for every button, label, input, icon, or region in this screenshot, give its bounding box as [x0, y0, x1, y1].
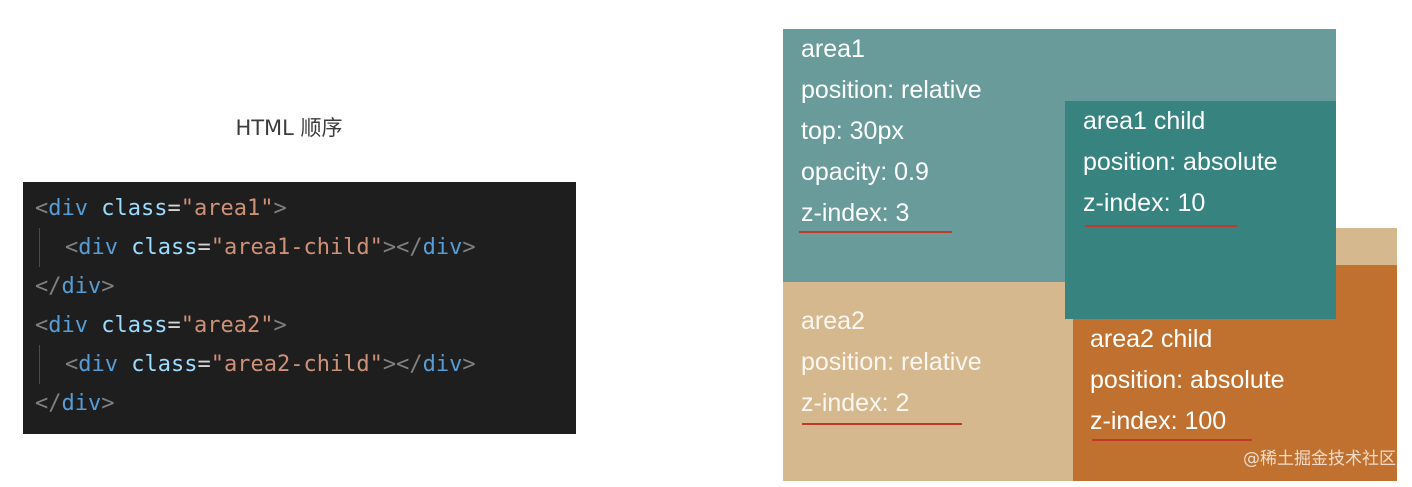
code-bracket: ></	[382, 235, 423, 260]
code-bracket: >	[273, 313, 287, 338]
area1-label-top: top: 30px	[801, 117, 904, 145]
code-tag: div	[78, 352, 118, 377]
code-tag: div	[61, 391, 102, 416]
area2-child-label-zindex: z-index: 100	[1090, 407, 1227, 435]
code-bracket: ></	[382, 352, 423, 377]
code-bracket: <	[65, 352, 79, 377]
code-attr: class	[101, 313, 168, 338]
code-line-area1-child: <div class="area1-child"></div>	[23, 228, 576, 267]
code-panel: <div class="area1"> <div class="area1-ch…	[23, 182, 576, 434]
code-tag: div	[48, 196, 88, 221]
code-tag: div	[61, 274, 102, 299]
code-equals: =	[167, 196, 181, 221]
code-equals: =	[197, 352, 211, 377]
area2-label-position: position: relative	[801, 348, 982, 376]
code-bracket: </	[35, 391, 62, 416]
code-tag: div	[422, 235, 463, 260]
code-string: "area1"	[180, 196, 274, 221]
code-section-title: HTML 顺序	[235, 116, 343, 140]
code-line-area1-close: </div>	[23, 267, 576, 306]
area2-zindex-underline	[802, 423, 962, 425]
code-tag: div	[78, 235, 118, 260]
area2-label-name: area2	[801, 307, 865, 335]
code-bracket: >	[273, 196, 287, 221]
area1-label-position: position: relative	[801, 76, 982, 104]
code-string: "area1-child"	[210, 235, 383, 260]
area1-child-box	[1065, 101, 1336, 319]
code-bracket: </	[35, 274, 62, 299]
code-bracket: <	[35, 313, 49, 338]
watermark: @稀土掘金技术社区	[1243, 449, 1396, 469]
code-bracket: >	[101, 274, 115, 299]
area2-child-zindex-underline	[1092, 439, 1252, 441]
code-line-area2-child: <div class="area2-child"></div>	[23, 345, 576, 384]
code-bracket: >	[462, 352, 476, 377]
area1-label-name: area1	[801, 35, 865, 63]
area1-child-zindex-underline	[1085, 225, 1237, 227]
code-tag: div	[48, 313, 88, 338]
area1-child-label-position: position: absolute	[1083, 148, 1278, 176]
code-tag: div	[422, 352, 463, 377]
code-equals: =	[197, 235, 211, 260]
code-bracket: >	[101, 391, 115, 416]
code-line-area1-open: <div class="area1">	[23, 189, 576, 228]
code-equals: =	[167, 313, 181, 338]
code-string: "area2-child"	[210, 352, 383, 377]
area1-label-zindex: z-index: 3	[801, 199, 910, 227]
area1-label-opacity: opacity: 0.9	[801, 158, 929, 186]
code-bracket: <	[65, 235, 79, 260]
code-attr: class	[131, 352, 198, 377]
code-attr: class	[101, 196, 168, 221]
code-bracket: >	[462, 235, 476, 260]
area1-zindex-underline	[799, 231, 952, 233]
code-line-area2-close: </div>	[23, 384, 576, 423]
area1-child-label-zindex: z-index: 10	[1083, 189, 1206, 217]
area2-label-zindex: z-index: 2	[801, 389, 910, 417]
area1-child-label-name: area1 child	[1083, 107, 1206, 135]
code-string: "area2"	[180, 313, 274, 338]
code-bracket: <	[35, 196, 49, 221]
area2-child-label-name: area2 child	[1090, 325, 1213, 353]
code-attr: class	[131, 235, 198, 260]
code-line-area2-open: <div class="area2">	[23, 306, 576, 345]
area2-child-label-position: position: absolute	[1090, 366, 1285, 394]
